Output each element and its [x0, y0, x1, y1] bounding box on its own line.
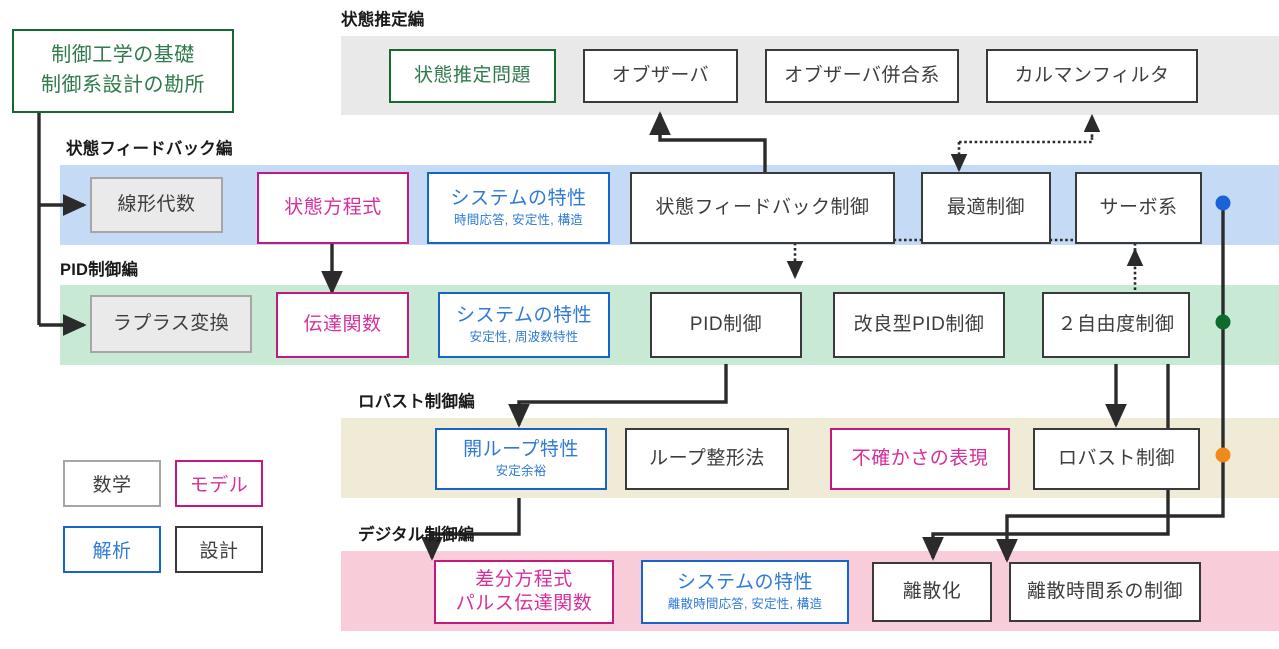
node-robust-seigyo[interactable]: ロバスト制御 — [1033, 428, 1200, 490]
node-label: カルマンフィルタ — [1014, 64, 1170, 86]
legend-label: モデル — [189, 475, 249, 496]
node-label: 改良型PID制御 — [853, 313, 985, 335]
node-fukakasa-hyougen[interactable]: 不確かさの表現 — [830, 428, 1010, 490]
node-kairyou-pid[interactable]: 改良型PID制御 — [833, 292, 1005, 358]
node-label: 状態方程式 — [284, 196, 382, 218]
legend-label: 数学 — [92, 475, 132, 496]
node-observer-heigoukei[interactable]: オブザーバ併合系 — [765, 49, 959, 103]
node-sublabel: 時間応答, 安定性, 構造 — [454, 213, 583, 228]
node-label: 不確かさの表現 — [851, 447, 989, 469]
node-system-tokusei-dig[interactable]: システムの特性 離散時間応答, 安定性, 構造 — [641, 560, 849, 624]
node-label: 線形代数 — [117, 193, 196, 215]
node-label2: パルス伝達関数 — [455, 593, 593, 614]
legend-item-analysis[interactable]: 解析 — [63, 526, 161, 573]
section-title-robust: ロバスト制御編 — [358, 393, 475, 411]
node-sublabel: 安定余裕 — [495, 464, 547, 479]
node-sublabel: 安定性, 周波数特性 — [469, 330, 579, 345]
title-box[interactable]: 制御工学の基礎 制御系設計の勘所 — [12, 29, 234, 113]
node-sabun-houteishiki[interactable]: 差分方程式 パルス伝達関数 — [434, 560, 614, 624]
node-dentatsu-kansu[interactable]: 伝達関数 — [276, 292, 409, 358]
node-jotai-houteishiki[interactable]: 状態方程式 — [257, 172, 409, 244]
node-label: サーボ系 — [1099, 196, 1178, 218]
node-label: PID制御 — [689, 313, 763, 335]
node-saiteki-seigyo[interactable]: 最適制御 — [921, 172, 1051, 244]
node-label: ２自由度制御 — [1057, 313, 1175, 335]
section-title-digital: デジタル制御編 — [358, 526, 475, 544]
node-system-tokusei-sf[interactable]: システムの特性 時間応答, 安定性, 構造 — [427, 172, 610, 244]
node-label: オブザーバ — [611, 64, 710, 86]
legend-label: 設計 — [199, 541, 239, 562]
node-label: 開ループ特性 — [463, 438, 579, 460]
node-risan-jikankei[interactable]: 離散時間系の制御 — [1009, 562, 1201, 622]
section-title-state-feedback: 状態フィードバック編 — [66, 140, 233, 158]
node-system-tokusei-pid[interactable]: システムの特性 安定性, 周波数特性 — [438, 292, 610, 358]
legend-item-math[interactable]: 数学 — [63, 460, 161, 507]
node-label: オブザーバ併合系 — [784, 64, 940, 86]
section-title-pid: PID制御編 — [60, 261, 139, 279]
node-kalman-filter[interactable]: カルマンフィルタ — [986, 49, 1198, 103]
node-label: ループ整形法 — [649, 447, 765, 469]
node-2jiyudo-seigyo[interactable]: ２自由度制御 — [1042, 292, 1190, 358]
node-risanka[interactable]: 離散化 — [872, 562, 992, 622]
title-box-line1: 制御工学の基礎 — [51, 44, 195, 67]
node-jotai-suitei-mondai[interactable]: 状態推定問題 — [389, 49, 556, 103]
node-label: システムの特性 — [677, 571, 813, 593]
node-laplace-henkan[interactable]: ラプラス変換 — [90, 295, 252, 353]
node-label: 差分方程式 — [475, 568, 573, 590]
title-box-line2: 制御系設計の勘所 — [41, 74, 205, 96]
node-servo-kei[interactable]: サーボ系 — [1075, 172, 1202, 244]
section-title-state-estimation: 状態推定編 — [341, 11, 425, 29]
legend-item-design[interactable]: 設計 — [175, 526, 263, 573]
node-label: 離散化 — [902, 580, 962, 602]
node-kai-loop-tokusei[interactable]: 開ループ特性 安定余裕 — [435, 428, 607, 490]
node-loop-seikeihou[interactable]: ループ整形法 — [625, 428, 789, 490]
node-label: 離散時間系の制御 — [1026, 580, 1183, 602]
legend-label: 解析 — [92, 541, 132, 562]
node-label: ロバスト制御 — [1057, 447, 1175, 469]
node-observer[interactable]: オブザーバ — [583, 49, 738, 103]
node-pid-seigyo[interactable]: PID制御 — [650, 292, 802, 358]
node-jotai-fb-seigyo[interactable]: 状態フィードバック制御 — [630, 172, 895, 244]
node-label: ラプラス変換 — [112, 312, 230, 334]
node-label: 状態推定問題 — [413, 64, 531, 86]
node-label: 状態フィードバック制御 — [655, 196, 870, 218]
node-label: システムの特性 — [450, 187, 587, 209]
node-sublabel: 離散時間応答, 安定性, 構造 — [667, 597, 823, 612]
node-senkei-daisu[interactable]: 線形代数 — [90, 177, 223, 233]
legend-item-model[interactable]: モデル — [175, 460, 263, 507]
node-label: システムの特性 — [456, 304, 592, 326]
node-label: 伝達関数 — [303, 313, 382, 335]
node-label: 最適制御 — [946, 196, 1025, 218]
